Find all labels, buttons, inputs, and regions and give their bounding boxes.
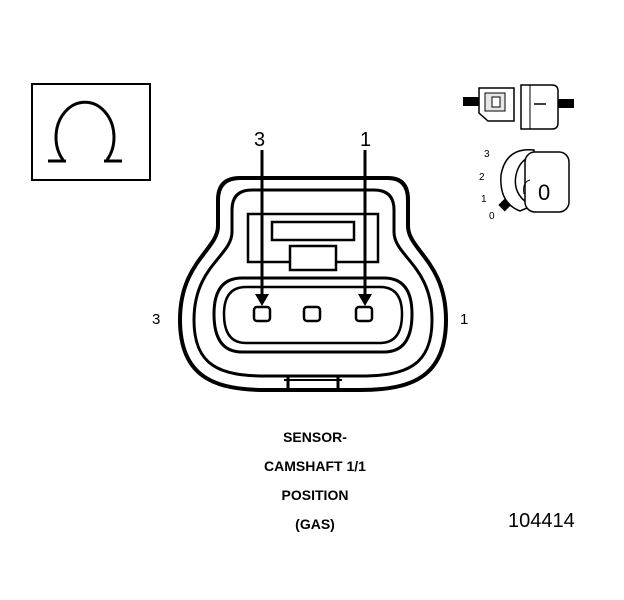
- callout-arrows: [255, 150, 372, 306]
- caption-line-2: CAMSHAFT 1/1: [264, 458, 366, 474]
- caption-line-1: SENSOR-: [283, 429, 347, 445]
- connector-face: [177, 176, 449, 392]
- lock-position-label: 0: [538, 180, 550, 205]
- connector-halves-icon: [463, 84, 574, 130]
- callout-3: 3: [254, 129, 265, 151]
- caption-line-4: (GAS): [295, 516, 335, 532]
- reference-number: 104414: [508, 510, 575, 532]
- lock-scale-0: 0: [489, 211, 495, 222]
- caption-line-3: POSITION: [281, 487, 349, 503]
- callout-1: 1: [360, 129, 371, 151]
- lock-scale-3: 3: [484, 149, 490, 160]
- side-label-3: 3: [152, 311, 160, 328]
- lock-scale-2: 2: [479, 172, 485, 183]
- side-label-1: 1: [460, 311, 468, 328]
- lock-scale-1: 1: [481, 194, 487, 205]
- terminal-lock-icon: 0 3 2 1 0: [479, 148, 570, 222]
- omega-icon: [31, 83, 151, 181]
